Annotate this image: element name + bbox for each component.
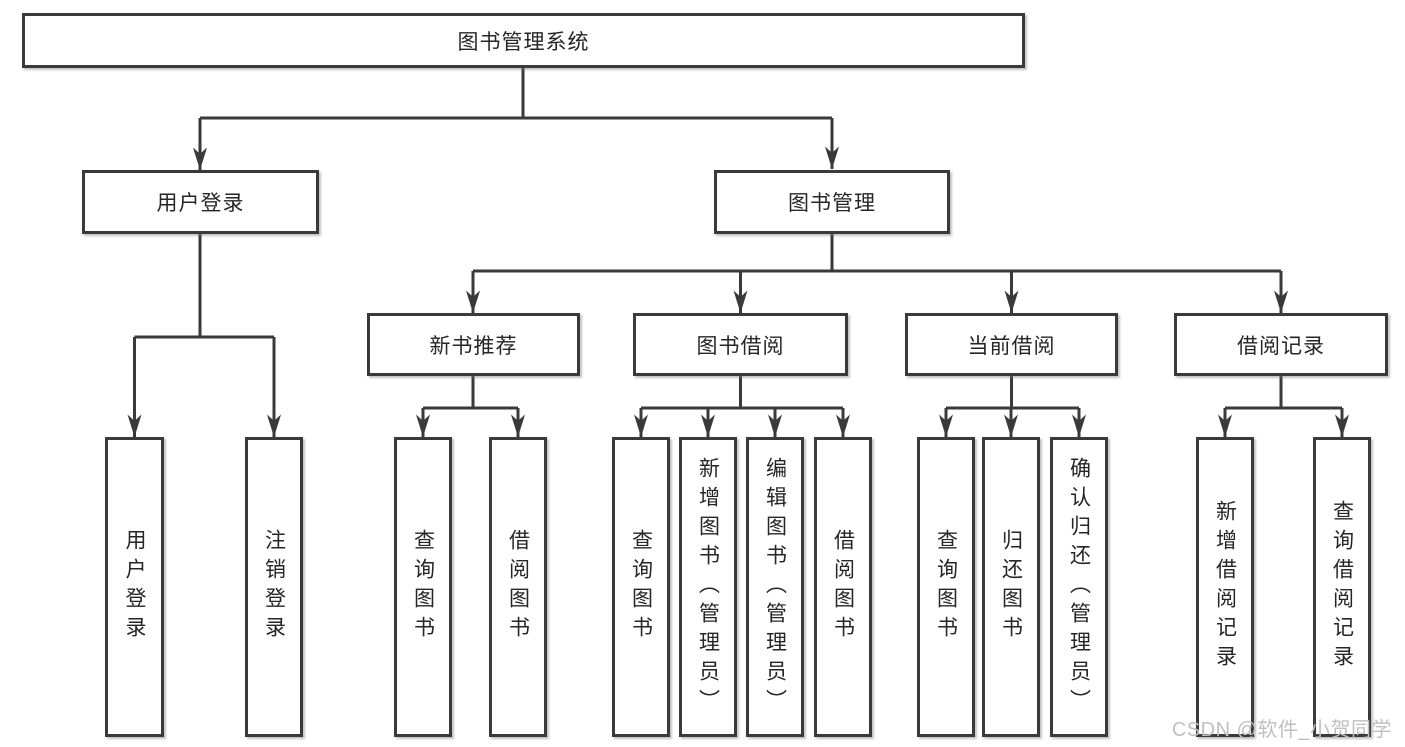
node-leaf-confirm-return-admin: 确认归还（管理员） bbox=[1050, 437, 1108, 737]
node-book-borrow: 图书借阅 bbox=[633, 313, 848, 376]
connector-borrow-records-rail bbox=[1225, 376, 1342, 410]
node-leaf-borrow-books-2: 借阅图书 bbox=[814, 437, 872, 737]
node-root-system: 图书管理系统 bbox=[22, 13, 1025, 68]
node-leaf-query-books-2: 查询图书 bbox=[612, 437, 670, 737]
connector-new-book-rail bbox=[423, 376, 518, 410]
node-current-borrow: 当前借阅 bbox=[905, 313, 1118, 376]
node-user-login: 用户登录 bbox=[82, 170, 319, 234]
node-leaf-add-books-admin: 新增图书（管理员） bbox=[679, 437, 737, 737]
connector-user-login-rail bbox=[134, 234, 274, 339]
node-book-management: 图书管理 bbox=[714, 170, 950, 234]
node-leaf-logout: 注销登录 bbox=[245, 437, 303, 737]
csdn-watermark: CSDN @软件_小贺同学 bbox=[1171, 719, 1392, 741]
node-leaf-user-login: 用户登录 bbox=[105, 437, 164, 737]
connector-root-rail bbox=[200, 68, 832, 120]
node-leaf-return-books: 归还图书 bbox=[982, 437, 1040, 737]
node-leaf-query-borrow-record: 查询借阅记录 bbox=[1313, 437, 1371, 737]
connector-book-borrow-rail bbox=[641, 376, 843, 410]
node-leaf-query-books-3: 查询图书 bbox=[917, 437, 975, 737]
node-borrow-records: 借阅记录 bbox=[1174, 313, 1388, 376]
connector-book-mgmt-rail bbox=[473, 233, 1281, 273]
node-leaf-edit-books-admin: 编辑图书（管理员） bbox=[746, 437, 804, 737]
node-leaf-add-borrow-record: 新增借阅记录 bbox=[1196, 437, 1254, 737]
node-new-book-recommend: 新书推荐 bbox=[367, 313, 580, 376]
node-leaf-borrow-books-1: 借阅图书 bbox=[489, 437, 547, 737]
node-leaf-query-books-1: 查询图书 bbox=[394, 437, 452, 737]
connector-current-borrow-rail bbox=[946, 376, 1079, 410]
